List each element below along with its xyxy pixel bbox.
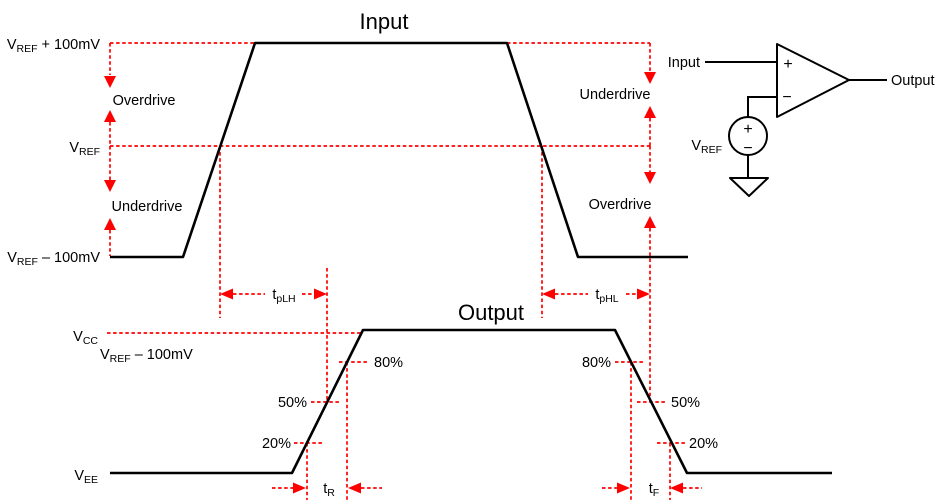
tr-label: tR bbox=[323, 481, 335, 499]
vee-label: VEE bbox=[74, 468, 98, 486]
output-vref-minus-label: VREF – 100mV bbox=[100, 347, 193, 365]
schematic-output-label: Output bbox=[891, 73, 935, 89]
input-left-arrow-column bbox=[104, 43, 116, 256]
vref-plus-label: VREF + 100mV bbox=[7, 37, 100, 55]
source-plus-sign: + bbox=[743, 121, 752, 138]
tf-label: tF bbox=[649, 481, 659, 499]
vref-label: VREF bbox=[69, 140, 100, 158]
down-arrowhead-icon bbox=[104, 76, 116, 88]
right-arrowhead-icon bbox=[293, 482, 306, 494]
ground-icon bbox=[729, 177, 769, 197]
up-arrowhead-icon bbox=[104, 218, 116, 230]
input-title: Input bbox=[360, 9, 409, 34]
rise-80-label: 80% bbox=[374, 355, 403, 371]
noninverting-input-sign: + bbox=[783, 56, 792, 73]
left-arrowhead-icon bbox=[220, 288, 233, 300]
right-underdrive-label: Underdrive bbox=[580, 87, 651, 103]
right-arrowhead-icon bbox=[314, 288, 327, 300]
input-reference-lines bbox=[110, 42, 650, 318]
tphl-label: tpHL bbox=[595, 287, 618, 305]
tplh-label: tpLH bbox=[272, 287, 295, 305]
comparator-schematic: Input + − Output + − VREF bbox=[668, 43, 935, 197]
tr-dimension: tR bbox=[272, 481, 382, 499]
up-arrowhead-icon bbox=[644, 216, 656, 228]
left-underdrive-label: Underdrive bbox=[112, 199, 183, 215]
down-arrowhead-icon bbox=[644, 72, 656, 84]
inverting-wire bbox=[747, 96, 777, 117]
down-arrowhead-icon bbox=[644, 172, 656, 184]
left-arrowhead-icon bbox=[542, 288, 555, 300]
right-arrowhead-icon bbox=[617, 482, 630, 494]
rise-20-label: 20% bbox=[262, 436, 291, 452]
left-overdrive-label: Overdrive bbox=[113, 93, 176, 109]
up-arrowhead-icon bbox=[104, 110, 116, 122]
right-overdrive-label: Overdrive bbox=[589, 197, 652, 213]
vcc-label: VCC bbox=[73, 329, 98, 347]
tf-dimension: tF bbox=[602, 481, 702, 499]
output-title: Output bbox=[458, 300, 524, 325]
input-right-arrow-column bbox=[644, 43, 656, 402]
left-arrowhead-icon bbox=[670, 482, 683, 494]
tplh-dimension: tpLH bbox=[220, 268, 328, 402]
up-arrowhead-icon bbox=[644, 106, 656, 118]
inverting-input-sign: − bbox=[782, 89, 791, 106]
fall-80-label: 80% bbox=[582, 355, 611, 371]
right-arrowhead-icon bbox=[637, 288, 650, 300]
vref-minus-label: VREF – 100mV bbox=[7, 250, 100, 268]
opamp-triangle-icon bbox=[776, 43, 850, 118]
schematic-vref-label: VREF bbox=[691, 138, 722, 156]
output-waveform bbox=[110, 328, 832, 475]
input-waveform bbox=[110, 41, 688, 259]
fall-50-label: 50% bbox=[671, 395, 700, 411]
schematic-input-label: Input bbox=[668, 55, 700, 71]
rise-50-label: 50% bbox=[278, 395, 307, 411]
source-minus-sign: − bbox=[743, 140, 752, 157]
down-arrowhead-icon bbox=[104, 180, 116, 192]
left-arrowhead-icon bbox=[348, 482, 361, 494]
tphl-dimension: tpHL bbox=[542, 287, 650, 305]
fall-20-label: 20% bbox=[689, 436, 718, 452]
